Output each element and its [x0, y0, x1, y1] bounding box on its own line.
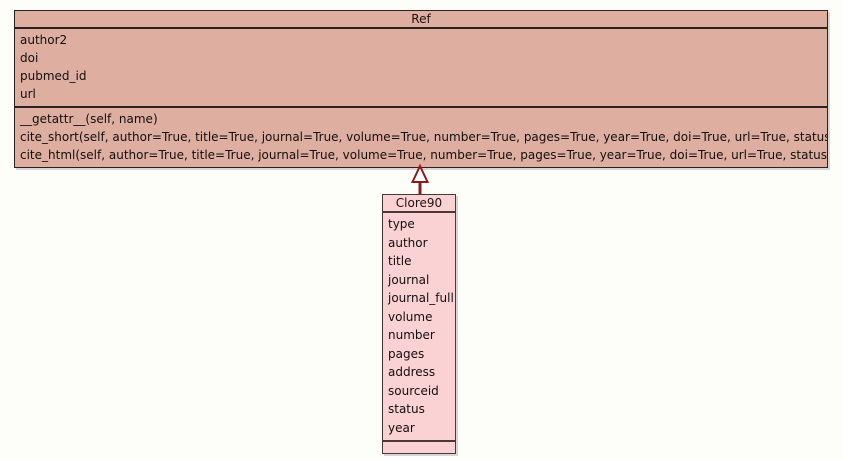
attributes-compartment-ref: author2 doi pubmed_id url	[15, 29, 827, 108]
operation-row: __getattr__(self, name)	[20, 112, 158, 126]
attribute-row: author2	[20, 33, 68, 47]
attribute-row: title	[388, 254, 412, 268]
attribute-row: volume	[388, 309, 433, 324]
operation-row: cite_html(self, author=True, title=True,…	[20, 148, 827, 162]
operation-row: cite_short(self, author=True, title=True…	[20, 130, 827, 144]
class-name-clore90: Clore90	[383, 195, 455, 213]
generalization-arrow-clore90-to-ref	[404, 163, 436, 199]
attribute-row: status	[388, 402, 425, 416]
attribute-row: pages	[388, 346, 425, 361]
class-box-clore90[interactable]: Clore90 type author title journal journa…	[382, 194, 456, 454]
class-name-ref: Ref	[15, 11, 827, 29]
attribute-row: year	[388, 420, 415, 435]
attribute-row: number	[388, 328, 435, 342]
attribute-row: address	[388, 365, 436, 379]
attributes-compartment-clore90: type author title journal journal_full v…	[383, 213, 455, 442]
operations-compartment-clore90	[383, 442, 455, 453]
attribute-row: doi	[20, 51, 39, 65]
attribute-row: url	[20, 87, 36, 101]
operations-compartment-ref: __getattr__(self, name) cite_short(self,…	[15, 108, 827, 167]
attribute-row: pubmed_id	[20, 69, 87, 83]
attribute-row: journal	[388, 272, 430, 287]
class-box-ref[interactable]: Ref author2 doi pubmed_id url __getattr_…	[14, 10, 828, 168]
attribute-row: type	[388, 217, 415, 231]
attribute-row: author	[388, 235, 428, 250]
attribute-row: sourceid	[388, 383, 439, 398]
attribute-row: journal_full	[388, 291, 454, 305]
